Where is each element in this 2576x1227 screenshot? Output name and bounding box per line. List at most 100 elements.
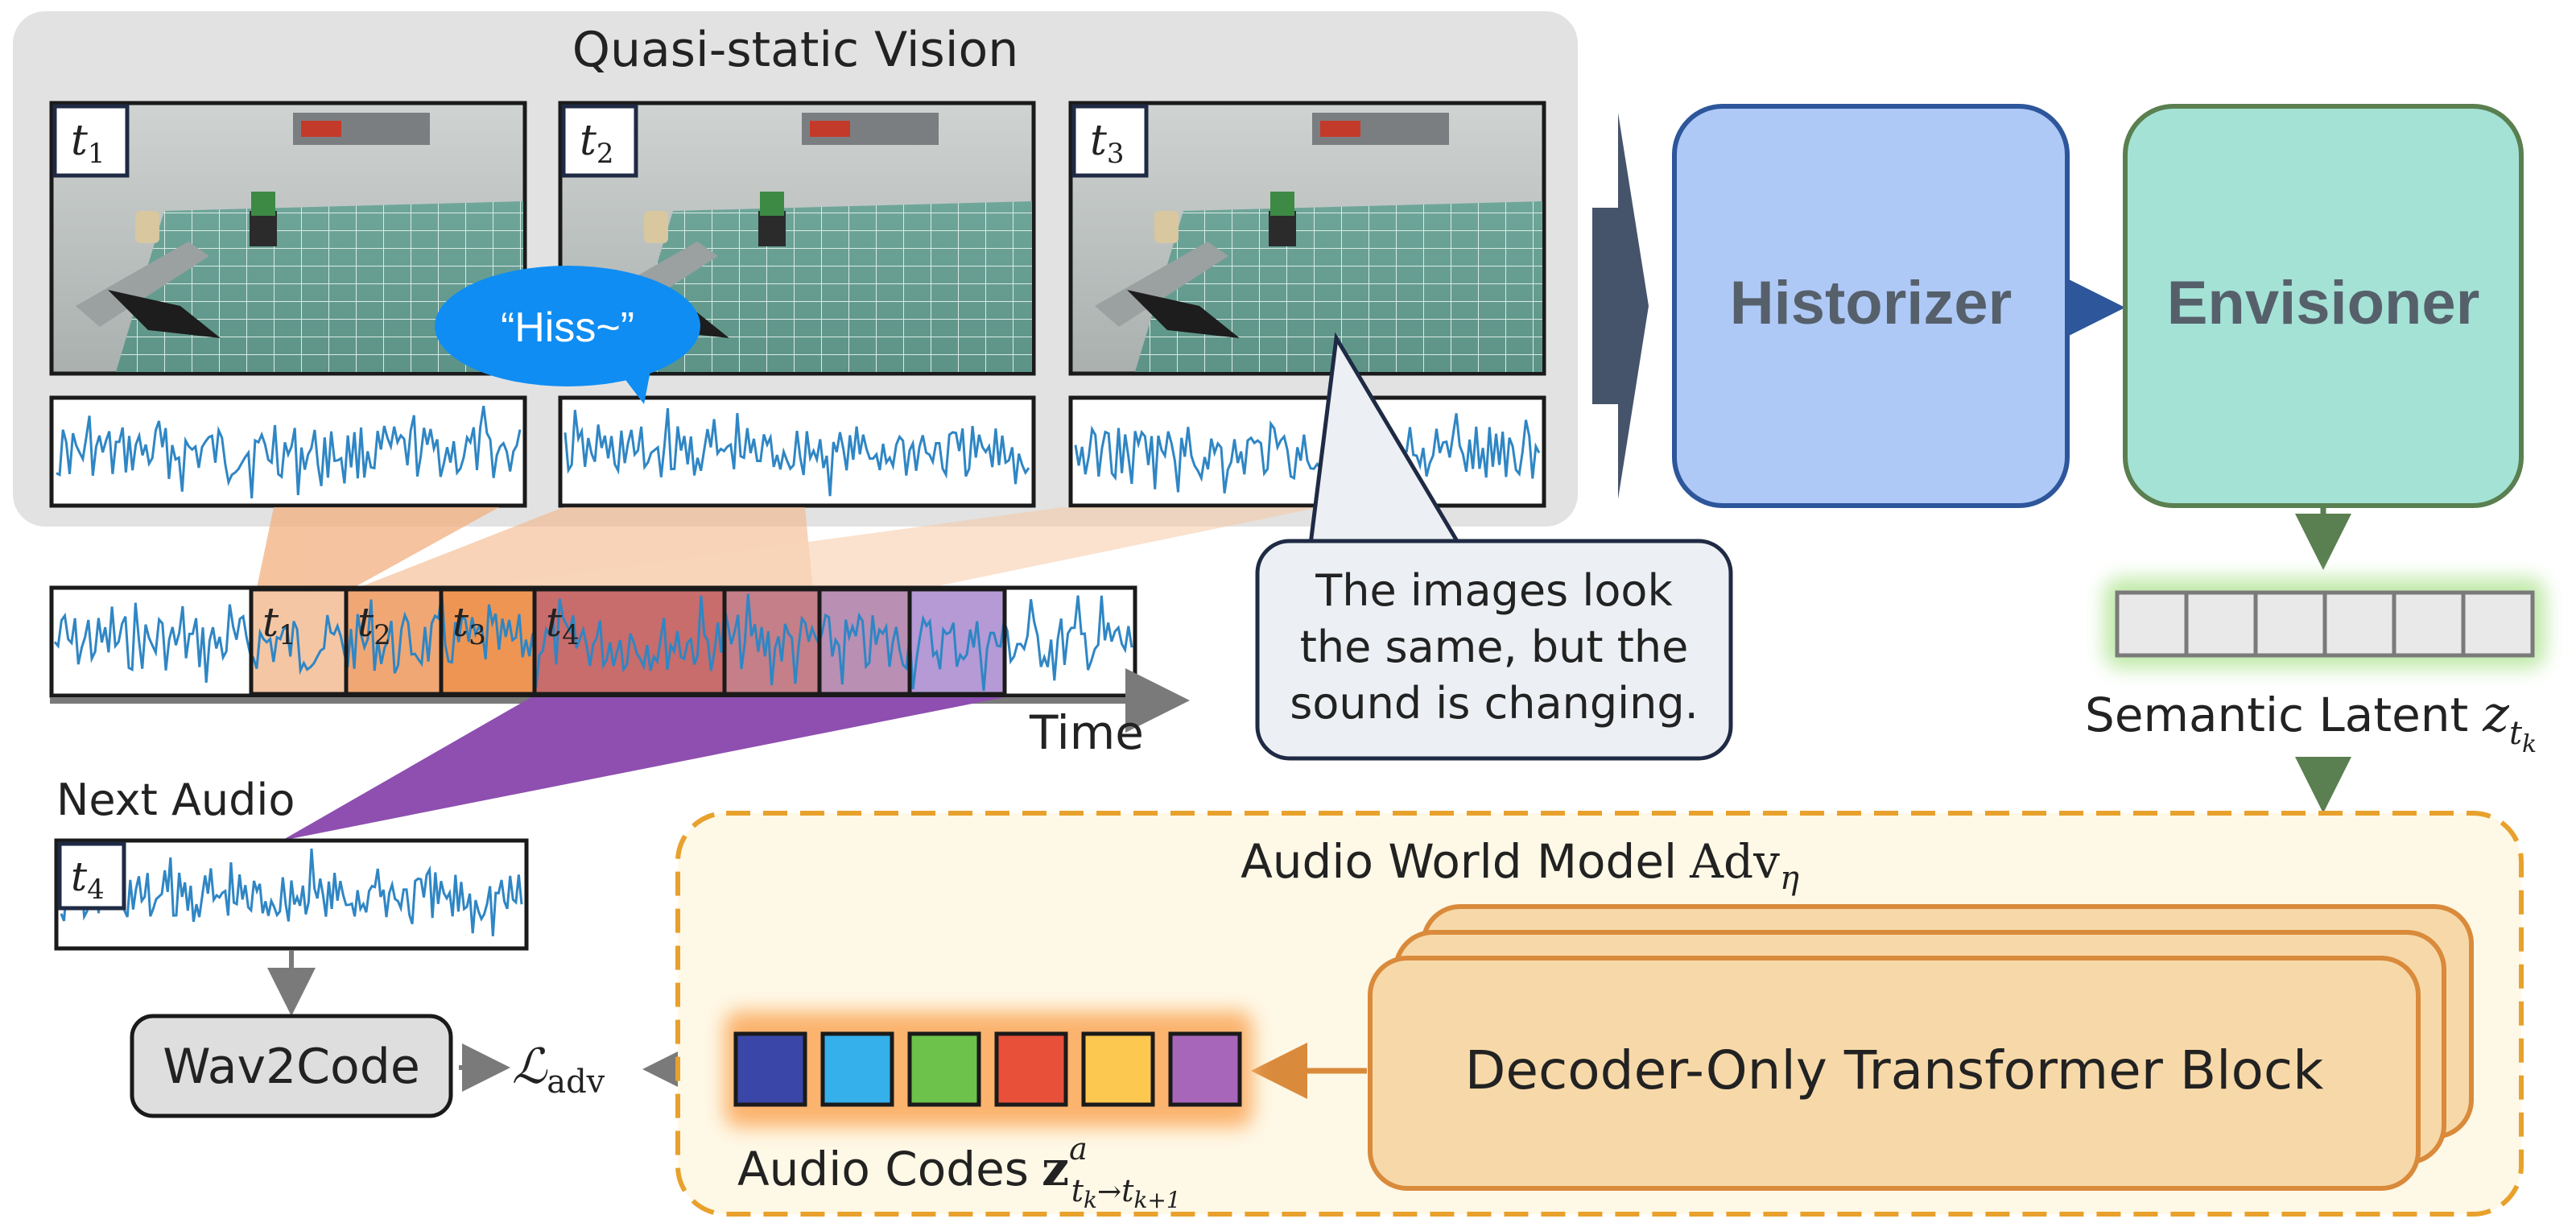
next-audio-tag-label: t4 xyxy=(71,853,105,906)
callout-box xyxy=(1255,539,1733,761)
audio-code-cell-4 xyxy=(994,1031,1068,1107)
speech-bubble-body xyxy=(435,266,700,386)
frame-tag-label: t2 xyxy=(580,117,614,170)
vision-frame-3: t3 xyxy=(1068,101,1546,508)
audio-code-cell-5 xyxy=(1081,1031,1155,1107)
brush-icon xyxy=(108,290,221,338)
timeline-label-t: t xyxy=(546,599,563,646)
frame-tag-t: t xyxy=(580,117,597,165)
frame-to-timeline-wedges xyxy=(256,507,1320,592)
speech-bubble-text: “Hiss~” xyxy=(501,304,634,351)
audio-code-cells xyxy=(733,1031,1242,1107)
transformer-layer-1 xyxy=(1368,956,2421,1191)
frame-waveform-box xyxy=(558,395,1036,508)
timeline-segment-overlap-3 xyxy=(910,589,1005,694)
latent-cell-2 xyxy=(2184,590,2258,658)
timeline-segment-label: t4 xyxy=(546,599,580,651)
frame-waveform xyxy=(1074,409,1541,494)
kettle-icon xyxy=(251,192,275,216)
frame-tag-sub: 3 xyxy=(1107,138,1125,170)
timeline-segment-label: t2 xyxy=(357,599,391,651)
callout-join xyxy=(1320,543,1449,553)
callout-line-3: sound is changing. xyxy=(1290,678,1699,729)
table-grid xyxy=(116,201,523,372)
callout-line-1: The images look xyxy=(1315,565,1673,616)
table-grid xyxy=(1135,201,1542,372)
timeline-label-t: t xyxy=(262,599,279,646)
timeline-segment-label: t3 xyxy=(452,599,486,651)
audio-code-cell-3 xyxy=(907,1031,981,1107)
frame-tag-label: t3 xyxy=(1090,117,1125,170)
envisioner-block: Envisioner xyxy=(2123,104,2524,508)
tool-handle xyxy=(76,242,209,327)
cup-icon xyxy=(644,211,668,243)
cup-icon xyxy=(1154,211,1179,243)
frame-waveform xyxy=(56,405,522,499)
vision-frame-1: t1 xyxy=(49,101,527,508)
time-axis-label: Time xyxy=(1029,705,1144,760)
historizer-label: Historizer xyxy=(1730,269,2013,337)
next-audio: Next Audio t4 xyxy=(54,775,529,1016)
tool-handle xyxy=(1095,242,1228,327)
transformer-label: Decoder-Only Transformer Block xyxy=(1465,1039,2325,1101)
timeline-label-sub: 2 xyxy=(374,619,391,651)
historizer-block: Historizer xyxy=(1672,104,2070,508)
wav2code-block: Wav2Code xyxy=(130,1014,510,1118)
cup-icon xyxy=(135,211,159,243)
next-waveform-line xyxy=(60,848,523,936)
latent-cell-1 xyxy=(2115,590,2189,658)
next-audio-waveform xyxy=(60,848,523,936)
timeline-label-sub: 1 xyxy=(279,619,296,651)
latent-cell-6 xyxy=(2461,590,2535,658)
kettle-icon xyxy=(760,192,784,216)
audio-code-cell-2 xyxy=(820,1031,894,1107)
audio-code-cell-6 xyxy=(1168,1031,1242,1107)
robot-gripper xyxy=(810,121,850,137)
vision-frame-2: t2 xyxy=(558,101,1036,508)
wedge-t1 xyxy=(256,507,499,592)
callout-line-2: the same, but the xyxy=(1300,622,1689,672)
wedge-t3 xyxy=(441,507,1320,592)
kettle-base xyxy=(250,211,277,246)
timeline-label-sub: 4 xyxy=(562,619,580,651)
latent-cell-4 xyxy=(2322,590,2396,658)
latent-cell-3 xyxy=(2253,590,2327,658)
timeline-label-t: t xyxy=(452,599,469,646)
robot-gripper xyxy=(301,121,341,137)
next-audio-wedge xyxy=(282,697,1005,841)
wav2code-label: Wav2Code xyxy=(163,1039,420,1095)
audio-code-cell-1 xyxy=(733,1031,807,1107)
frame-tag-t: t xyxy=(1090,117,1107,165)
timeline-waveform xyxy=(53,592,1133,692)
brush-icon xyxy=(1127,290,1240,338)
next-audio-title: Next Audio xyxy=(56,775,295,825)
hiss-speech-bubble: “Hiss~” xyxy=(435,266,700,404)
frame-tag-t: t xyxy=(71,117,88,165)
frame-tag xyxy=(1071,104,1149,178)
frame-tag-sub: 2 xyxy=(597,138,614,170)
loss-label: ℒadv xyxy=(512,1039,605,1101)
frame-tag xyxy=(561,104,638,178)
timeline-segment-label: t1 xyxy=(262,599,296,651)
wav2code-box xyxy=(130,1014,453,1118)
semantic-latent-cells xyxy=(2115,590,2535,658)
frame-tag-sub: 1 xyxy=(88,138,105,170)
table-grid xyxy=(625,201,1032,372)
kettle-base xyxy=(758,211,786,246)
latent-cell-5 xyxy=(2392,590,2466,658)
historizer-box xyxy=(1672,104,2070,508)
timeline-window-outline xyxy=(249,587,1007,696)
vision-to-historizer-arrow xyxy=(1592,113,1649,499)
kettle-base xyxy=(1269,211,1296,246)
next-audio-tag xyxy=(57,841,126,911)
vision-title: Quasi-static Vision xyxy=(572,22,1018,78)
timeline-label-t: t xyxy=(357,599,374,646)
robot-gripper xyxy=(1320,121,1360,137)
frame-tag-label: t1 xyxy=(71,117,105,170)
